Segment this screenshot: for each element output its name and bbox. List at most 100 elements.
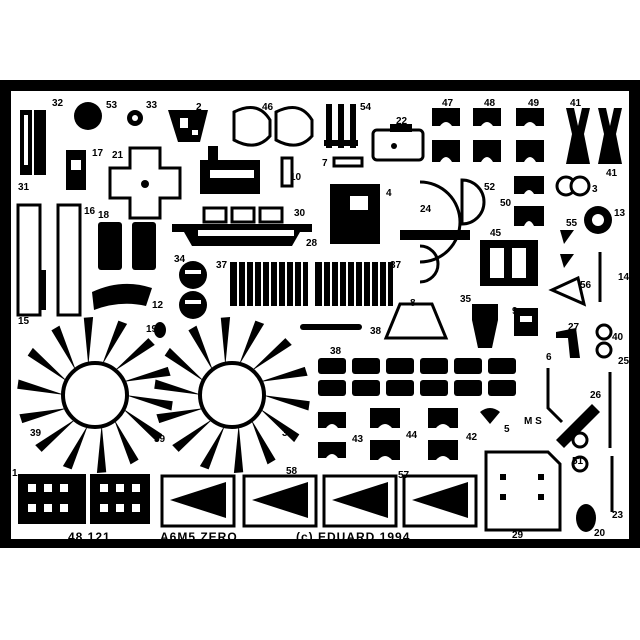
label-9: 9 bbox=[512, 306, 518, 317]
label-51: 51 bbox=[572, 456, 584, 467]
label-43: 43 bbox=[352, 434, 364, 445]
label-3: 3 bbox=[592, 184, 598, 195]
label-2: 2 bbox=[196, 102, 202, 113]
part-37-left bbox=[230, 262, 308, 306]
label-8: 8 bbox=[410, 298, 416, 309]
fret-caption: 48 121 A6M5 ZERO (c) EDUARD 1994 bbox=[68, 530, 409, 544]
label-57: 57 bbox=[398, 470, 410, 481]
engine-spoke bbox=[199, 424, 226, 470]
engine-spoke bbox=[259, 408, 300, 443]
engine-spoke bbox=[156, 408, 205, 424]
label-17: 17 bbox=[92, 148, 104, 159]
part-1 bbox=[18, 474, 150, 524]
part-52 bbox=[460, 178, 486, 226]
part-39-right-wheel bbox=[154, 317, 310, 473]
part-26 bbox=[556, 404, 600, 448]
label-4: 4 bbox=[386, 188, 392, 199]
part-54 bbox=[324, 104, 358, 148]
engine-spoke bbox=[262, 395, 310, 411]
engine-spoke bbox=[250, 418, 276, 465]
part-33 bbox=[127, 110, 143, 126]
engine-spoke bbox=[250, 338, 292, 372]
engine-spoke bbox=[238, 320, 265, 366]
part-30 bbox=[202, 206, 284, 224]
label-15: 15 bbox=[18, 316, 30, 327]
caption-model: A6M5 ZERO bbox=[160, 530, 238, 544]
engine-spoke bbox=[154, 379, 202, 395]
engine-spoke bbox=[27, 347, 68, 382]
part-12 bbox=[92, 283, 152, 310]
label-12: 12 bbox=[152, 300, 164, 311]
engine-spoke bbox=[172, 418, 214, 452]
part-41 bbox=[566, 108, 622, 164]
engine-spoke bbox=[96, 424, 107, 473]
label-31: 31 bbox=[18, 182, 30, 193]
part-16-15-strip bbox=[16, 203, 82, 317]
label-13: 13 bbox=[614, 208, 626, 219]
engine-spoke bbox=[125, 395, 173, 411]
part-29 bbox=[484, 450, 562, 532]
part-50 bbox=[514, 176, 544, 226]
part-27 bbox=[556, 328, 580, 358]
label-22: 22 bbox=[396, 116, 408, 127]
engine-spoke bbox=[19, 408, 68, 424]
engine-spoke bbox=[259, 366, 308, 382]
part-57-plates bbox=[322, 474, 478, 528]
part-6 bbox=[546, 368, 564, 424]
label-1: 1 bbox=[12, 468, 18, 479]
label-52: 52 bbox=[484, 182, 496, 193]
label-50: 50 bbox=[500, 198, 512, 209]
part-43 bbox=[318, 412, 346, 458]
label-56: 56 bbox=[580, 280, 592, 291]
label-16: 16 bbox=[84, 206, 96, 217]
label-5: 5 bbox=[504, 424, 510, 435]
label-40: 40 bbox=[612, 332, 624, 343]
label-23: 23 bbox=[612, 510, 624, 521]
part-55 bbox=[560, 230, 574, 268]
part-7 bbox=[332, 156, 364, 168]
label-30: 30 bbox=[294, 208, 306, 219]
part-47-48-49 bbox=[432, 108, 544, 162]
part-10 bbox=[280, 156, 294, 188]
label-29: 29 bbox=[512, 530, 524, 541]
label-25: 25 bbox=[618, 356, 630, 367]
part-38-cushions bbox=[318, 358, 516, 396]
part-5 bbox=[480, 408, 500, 424]
part-39-left-wheel bbox=[17, 317, 173, 473]
engine-spoke bbox=[113, 338, 155, 372]
label-33: 33 bbox=[146, 100, 158, 111]
part-21 bbox=[108, 146, 182, 220]
engine-spoke bbox=[62, 424, 89, 470]
part-28 bbox=[172, 224, 312, 246]
part-2 bbox=[168, 110, 208, 142]
engine-spoke bbox=[17, 379, 66, 395]
engine-spoke bbox=[164, 347, 205, 382]
part-11 bbox=[200, 146, 260, 194]
part-19 bbox=[154, 322, 166, 338]
part-13 bbox=[584, 206, 612, 234]
label-37-right: 37 bbox=[390, 260, 402, 271]
part-45 bbox=[480, 240, 538, 286]
label-ms: M S bbox=[524, 416, 542, 427]
part-56 bbox=[548, 275, 587, 307]
part-24 bbox=[400, 180, 470, 284]
part-3 bbox=[555, 175, 591, 197]
label-34: 34 bbox=[174, 254, 186, 265]
label-21: 21 bbox=[112, 150, 124, 161]
part-17 bbox=[66, 150, 86, 190]
part-40 bbox=[595, 323, 613, 359]
label-41-top: 41 bbox=[570, 98, 582, 109]
label-7: 7 bbox=[322, 158, 328, 169]
part-42 bbox=[428, 408, 458, 460]
part-34 bbox=[179, 261, 207, 319]
part-18 bbox=[98, 222, 156, 270]
label-11: 11 bbox=[240, 162, 251, 173]
label-42: 42 bbox=[466, 432, 478, 443]
label-27: 27 bbox=[568, 322, 580, 333]
part-35 bbox=[472, 304, 498, 348]
label-58: 58 bbox=[286, 466, 298, 477]
engine-spoke bbox=[101, 320, 128, 366]
label-6: 6 bbox=[546, 352, 552, 363]
part-9 bbox=[514, 308, 538, 336]
